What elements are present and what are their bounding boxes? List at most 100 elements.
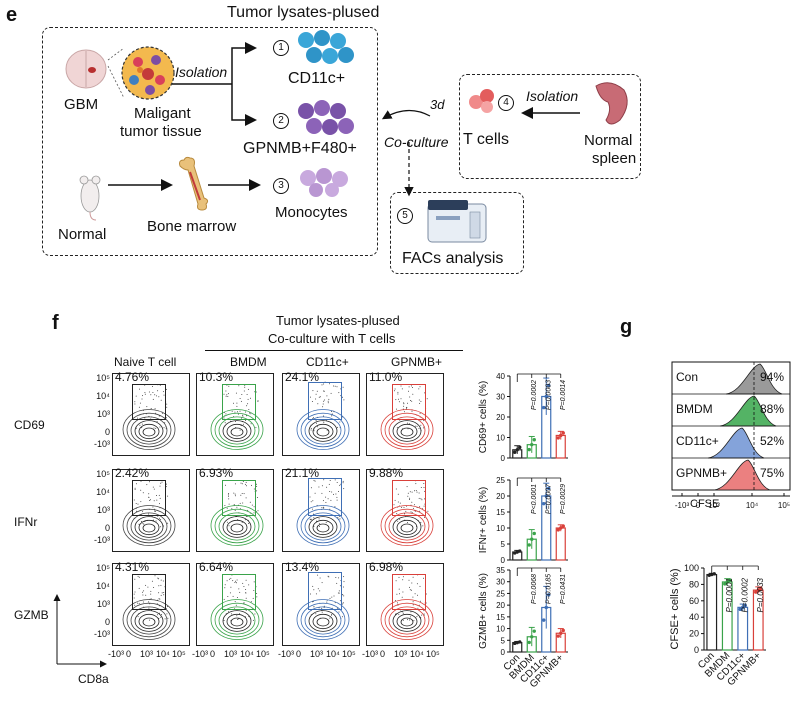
event-dot [227,393,229,395]
event-dot [321,607,323,609]
contour-ring [392,516,422,538]
monocytes-label: Monocytes [275,204,348,221]
p-value-label: P=0.0002 [741,577,750,612]
event-dot [341,616,343,618]
histogram-percent-label: 88% [760,402,785,416]
event-dot [256,497,258,498]
event-dot [417,607,419,609]
coculture-label: Co-culture [384,134,449,150]
contour-ring [210,409,264,450]
event-dot [415,483,417,485]
event-dot [318,607,320,609]
event-dot [227,396,229,397]
x-tick-label: 10³ [394,649,408,659]
event-dot [309,518,311,520]
event-dot [225,390,227,392]
contour-plot [210,481,264,546]
contour-ring [380,599,434,640]
event-dot [161,481,163,483]
contour-ring [134,610,164,632]
event-dot [322,500,324,502]
y-tick-label: 0 [694,645,699,655]
y-tick-label: 10⁴ [96,581,110,591]
header-rule [205,350,463,351]
event-dot [398,614,400,616]
event-dot [419,402,421,404]
contour-plot [210,384,264,450]
y-axis-label: CFSE+ cells (%) [669,569,681,650]
event-dot [407,402,408,404]
contour-ring [296,505,350,546]
event-dot [238,618,240,620]
contour-ring [388,512,426,541]
normal-spleen-label-1: Normal [584,132,633,149]
event-dot [420,424,422,426]
y-tick-label: 5 [501,540,506,549]
arrow-spleen-tcell [521,107,580,119]
data-point [532,531,536,536]
event-dot [158,585,160,587]
data-point [754,590,758,594]
event-dot [422,427,424,429]
event-dot [342,603,343,605]
row-label-gzmb: GZMB [14,608,49,622]
event-dot [237,519,239,521]
event-dot [134,578,136,580]
event-dot [135,395,137,397]
contour-ring [300,508,346,544]
event-dot [331,614,333,616]
contour-ring [142,427,156,437]
event-dot [134,487,136,489]
p-value-label: P=0.0431 [560,574,567,604]
mouse-icon [79,175,101,221]
event-dot [326,486,328,488]
event-dot [150,593,152,595]
contour-ring [384,412,430,448]
arrow-mouse-bone [108,179,173,191]
contour-ring [312,613,334,630]
y-tick-label: 10 [496,434,505,443]
event-dot [338,392,340,394]
histogram-percent-label: 52% [760,434,785,448]
event-dot [141,521,142,522]
event-dot [319,525,320,527]
event-dot [403,403,405,405]
event-dot [321,507,323,509]
event-dot [142,591,143,593]
histogram-x-tick-label: 10⁵ [778,501,790,510]
event-dot [247,509,249,511]
contour-ring [218,606,256,635]
event-dot [240,494,242,496]
contour-ring [138,613,160,630]
event-dot [313,417,314,419]
event-dot [229,592,231,594]
contour-ring [226,519,248,536]
gate-box [132,574,166,610]
event-dot [424,392,426,394]
event-dot [234,601,236,603]
event-dot [325,496,327,498]
event-dot [403,402,405,404]
x-tick-label: 10⁵ [342,649,356,659]
event-dot [336,582,338,584]
event-dot [337,592,339,594]
event-dot [152,506,154,508]
contour-ring [400,523,414,533]
event-dot [237,618,238,620]
contour-ring [384,508,430,544]
coculture-curve-arrow [381,109,431,120]
contour-ring [296,409,350,450]
event-dot [162,391,164,393]
event-dot [235,421,236,422]
event-dot [139,388,140,390]
event-dot [163,427,165,429]
event-dot [334,506,336,508]
event-dot [405,407,407,409]
event-dot [323,383,325,385]
event-dot [234,483,236,485]
x-tick-label: 10³ [140,649,154,659]
contour-ring [218,512,256,541]
p-value-label: P=0.0003 [546,380,553,410]
data-point [559,631,563,635]
event-dot [416,425,418,427]
